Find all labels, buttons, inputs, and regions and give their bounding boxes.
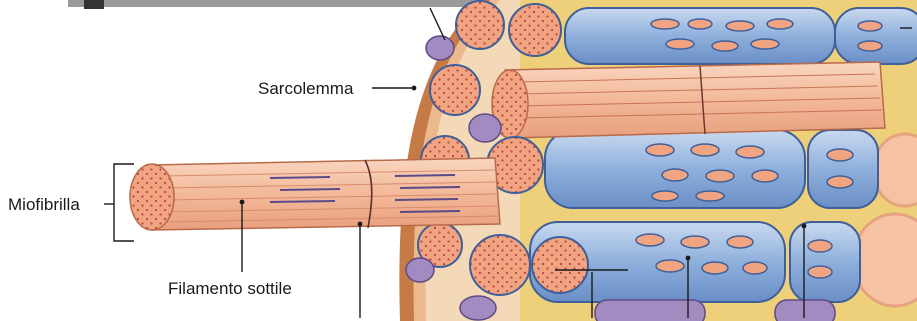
myofibril-label: Miofibrilla (8, 196, 80, 213)
myofibril (130, 158, 500, 230)
thin-filament-label: Filamento sottile (168, 280, 292, 297)
myofibril-bracket (104, 164, 134, 241)
sarcolemma-label: Sarcolemma (258, 80, 353, 97)
striated-myofibril-block (492, 62, 885, 138)
